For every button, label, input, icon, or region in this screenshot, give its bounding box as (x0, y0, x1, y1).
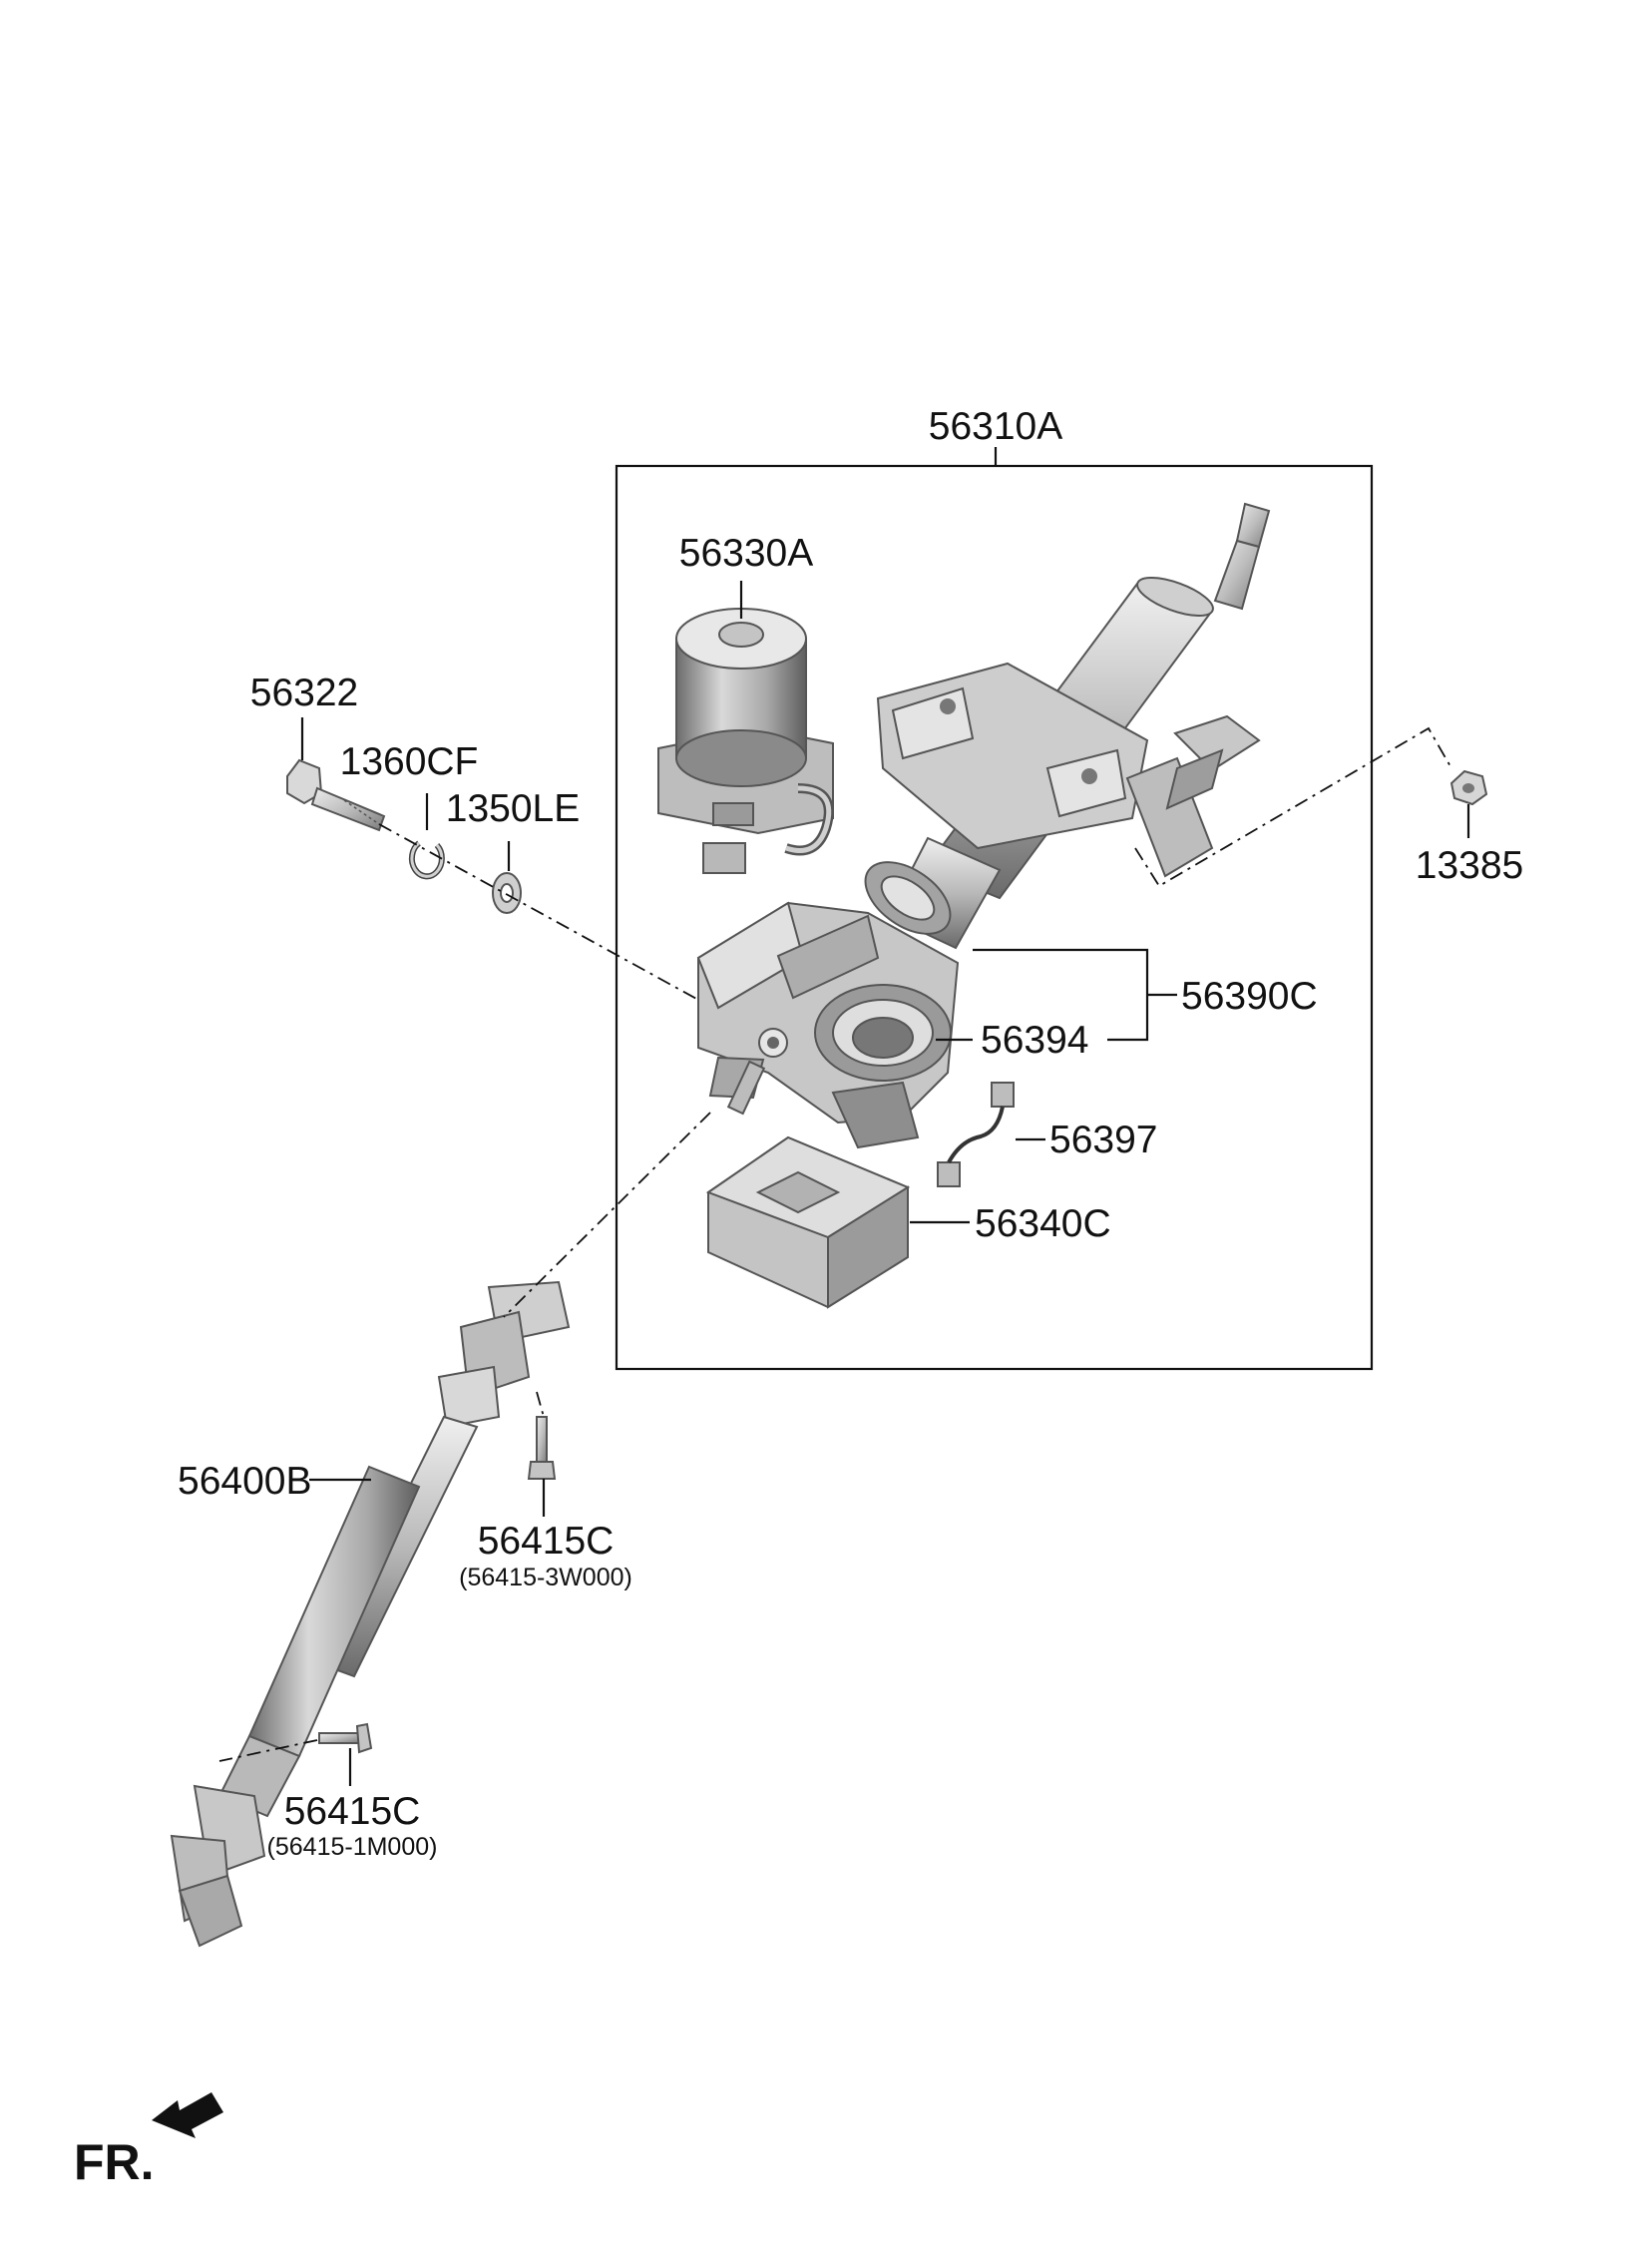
front-arrow-icon (152, 2092, 223, 2138)
upper-bolt-part (527, 1416, 557, 1480)
label-upper-bolt: 56415C (478, 1520, 615, 1563)
leader-lines (300, 581, 1470, 1786)
lower-bolt-part (318, 1722, 373, 1754)
bolt-part (286, 758, 386, 832)
label-motor: 56330A (679, 532, 813, 575)
label-bolt: 56322 (250, 672, 358, 714)
front-label: FR. (74, 2134, 155, 2190)
label-lower-bolt-pn: (56415-1M000) (267, 1833, 438, 1861)
label-gear-cover: 56394 (981, 1019, 1088, 1062)
nut-part (1449, 769, 1488, 806)
label-clip: 1360CF (340, 740, 479, 783)
label-sensor-harness: 56397 (1049, 1119, 1157, 1161)
label-nut: 13385 (1416, 844, 1523, 887)
motor-part (657, 608, 834, 874)
intermediate-shaft-part (170, 1280, 571, 1948)
label-washer: 1350LE (446, 787, 580, 830)
front-direction-indicator: FR. (74, 2092, 223, 2190)
label-upper-bolt-pn: (56415-3W000) (459, 1564, 632, 1591)
label-column-assy: 56310A (929, 405, 1062, 448)
part-labels: 56310A 56330A 56322 1360CF 1350LE 13385 … (178, 405, 1523, 1861)
column-assembly-frame (615, 447, 1374, 1371)
label-lower-bolt: 56415C (284, 1790, 421, 1833)
ecu-part (705, 1135, 911, 1309)
sensor-harness-part (937, 1082, 1015, 1187)
washer-part (492, 872, 522, 914)
clip-part (408, 840, 445, 880)
label-ecu: 56340C (975, 1202, 1111, 1245)
gear-housing-part (696, 901, 960, 1149)
label-gear-housing: 56390C (1181, 975, 1318, 1018)
assembly-dash-lines (218, 726, 1452, 1762)
steering-column-part (864, 502, 1271, 950)
label-shaft: 56400B (178, 1460, 311, 1503)
